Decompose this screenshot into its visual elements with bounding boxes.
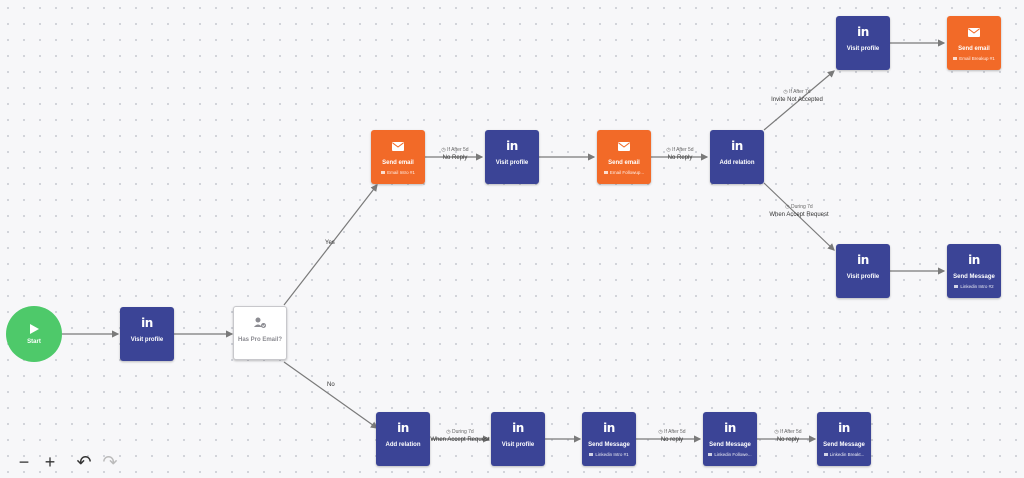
clock-icon: ◷: [785, 204, 790, 210]
node-title: Visit profile: [501, 442, 535, 448]
linkedin-icon: in: [731, 139, 743, 153]
node-has-pro-email[interactable]: Has Pro Email?: [233, 306, 287, 360]
clock-icon: ◷: [774, 429, 779, 435]
node-title: Visit profile: [846, 274, 880, 280]
edge-label-delay: ◷ If After 5d No reply: [774, 429, 802, 443]
node-visit-profile-1[interactable]: in Visit profile: [120, 307, 174, 361]
node-add-relation-1[interactable]: in Add relation: [710, 130, 764, 184]
linkedin-icon: in: [857, 25, 869, 39]
template-icon: [954, 285, 959, 289]
node-send-email-3[interactable]: Send email Email Breakup #1: [947, 16, 1001, 70]
clock-icon: ◷: [446, 429, 451, 435]
envelope-icon: [618, 141, 630, 151]
start-node[interactable]: Start: [6, 306, 62, 362]
play-icon: [30, 324, 39, 334]
edge-label-delay: ◷ If After 7d Invite Not Accepted: [771, 89, 823, 103]
node-title: Add relation: [385, 442, 421, 448]
node-title: Visit profile: [846, 46, 880, 52]
template-tag: Email Followup...: [603, 170, 644, 175]
node-title: Send Message: [823, 442, 865, 448]
node-title: Send email: [958, 46, 990, 52]
linkedin-icon: in: [506, 139, 518, 153]
node-visit-profile-2[interactable]: in Visit profile: [485, 130, 539, 184]
template-icon: [589, 453, 594, 457]
node-add-relation-2[interactable]: in Add relation: [376, 412, 430, 466]
clock-icon: ◷: [441, 147, 446, 153]
template-tag: Email Intro #1: [381, 170, 415, 175]
linkedin-icon: in: [857, 253, 869, 267]
zoom-out-button[interactable]: −: [18, 452, 30, 472]
template-tag: Linkedin Followe...: [708, 452, 752, 457]
node-visit-profile-3[interactable]: in Visit profile: [836, 16, 890, 70]
node-send-email-2[interactable]: Send email Email Followup...: [597, 130, 651, 184]
edge-label-delay: ◷ If After 5d No Reply: [441, 147, 469, 161]
node-title: Send Message: [709, 442, 751, 448]
node-send-email-1[interactable]: Send email Email Intro #1: [371, 130, 425, 184]
template-tag: Linkedin Intro #1: [589, 452, 629, 457]
envelope-icon: [392, 141, 404, 151]
edge-label-delay: ◷ If After 5d No reply: [658, 429, 686, 443]
clock-icon: ◷: [666, 147, 671, 153]
envelope-icon: [968, 27, 980, 37]
edge-cond-relation2: [283, 361, 378, 429]
node-title: Visit profile: [130, 337, 164, 343]
template-tag: Linkedin Breakt...: [823, 452, 864, 457]
edge-label-delay: ◷ If After 5d No Reply: [666, 147, 694, 161]
linkedin-icon: in: [141, 316, 153, 330]
undo-button[interactable]: ↶: [76, 452, 92, 472]
branch-label-yes: Yes: [325, 240, 335, 246]
linkedin-icon: in: [397, 421, 409, 435]
node-visit-profile-4[interactable]: in Visit profile: [836, 244, 890, 298]
node-title: Send Message: [588, 442, 630, 448]
template-icon: [823, 453, 828, 457]
node-title: Send email: [382, 160, 414, 166]
clock-icon: ◷: [783, 89, 788, 95]
user-check-icon: [254, 317, 266, 328]
node-title: Send Message: [953, 274, 995, 280]
edge-label-delay: ◷ During 7d When Accept Request: [430, 429, 490, 443]
linkedin-icon: in: [512, 421, 524, 435]
template-icon: [953, 57, 958, 61]
clock-icon: ◷: [658, 429, 663, 435]
node-title: Add relation: [719, 160, 755, 166]
linkedin-icon: in: [838, 421, 850, 435]
node-send-message-4[interactable]: in Send Message Linkedin Breakt...: [817, 412, 871, 466]
linkedin-icon: in: [603, 421, 615, 435]
node-send-message-2[interactable]: in Send Message Linkedin Intro #1: [582, 412, 636, 466]
linkedin-icon: in: [724, 421, 736, 435]
template-icon: [708, 453, 713, 457]
node-send-message-1[interactable]: in Send Message Linkedin Intro #2: [947, 244, 1001, 298]
template-tag: Email Breakup #1: [953, 56, 995, 61]
branch-label-no: No: [327, 382, 335, 388]
start-label: Start: [27, 339, 41, 345]
template-icon: [603, 171, 608, 175]
node-visit-profile-5[interactable]: in Visit profile: [491, 412, 545, 466]
node-title: Send email: [608, 160, 640, 166]
redo-button[interactable]: ↷: [102, 452, 118, 472]
canvas-toolbar: − + ↶ ↷: [14, 452, 120, 472]
node-title: Visit profile: [495, 160, 529, 166]
template-icon: [381, 171, 386, 175]
linkedin-icon: in: [968, 253, 980, 267]
node-title: Has Pro Email?: [237, 337, 282, 343]
edge-label-delay: ◷ During 7d When Accept Request: [769, 204, 829, 218]
template-tag: Linkedin Intro #2: [954, 284, 994, 289]
node-send-message-3[interactable]: in Send Message Linkedin Followe...: [703, 412, 757, 466]
zoom-in-button[interactable]: +: [44, 452, 56, 472]
